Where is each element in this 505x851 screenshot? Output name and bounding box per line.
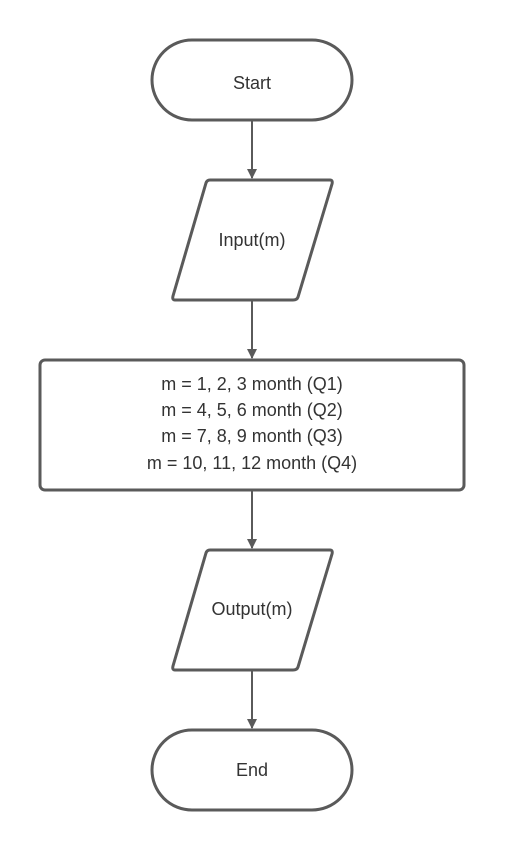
end-node: End [150,728,354,812]
input-node: Input(m) [171,178,334,302]
process-line-q1: m = 1, 2, 3 month (Q1) [161,374,343,394]
process-line-q3: m = 7, 8, 9 month (Q3) [161,426,343,446]
process-node: m = 1, 2, 3 month (Q1) m = 4, 5, 6 month… [38,358,466,492]
end-label: End [236,760,268,780]
process-line-q2: m = 4, 5, 6 month (Q2) [161,400,343,420]
input-label: Input(m) [218,230,285,250]
start-label: Start [233,73,271,93]
output-node: Output(m) [171,548,334,672]
process-line-q4: m = 10, 11, 12 month (Q4) [147,453,357,473]
output-label: Output(m) [211,599,292,619]
start-node: Start [150,38,354,122]
